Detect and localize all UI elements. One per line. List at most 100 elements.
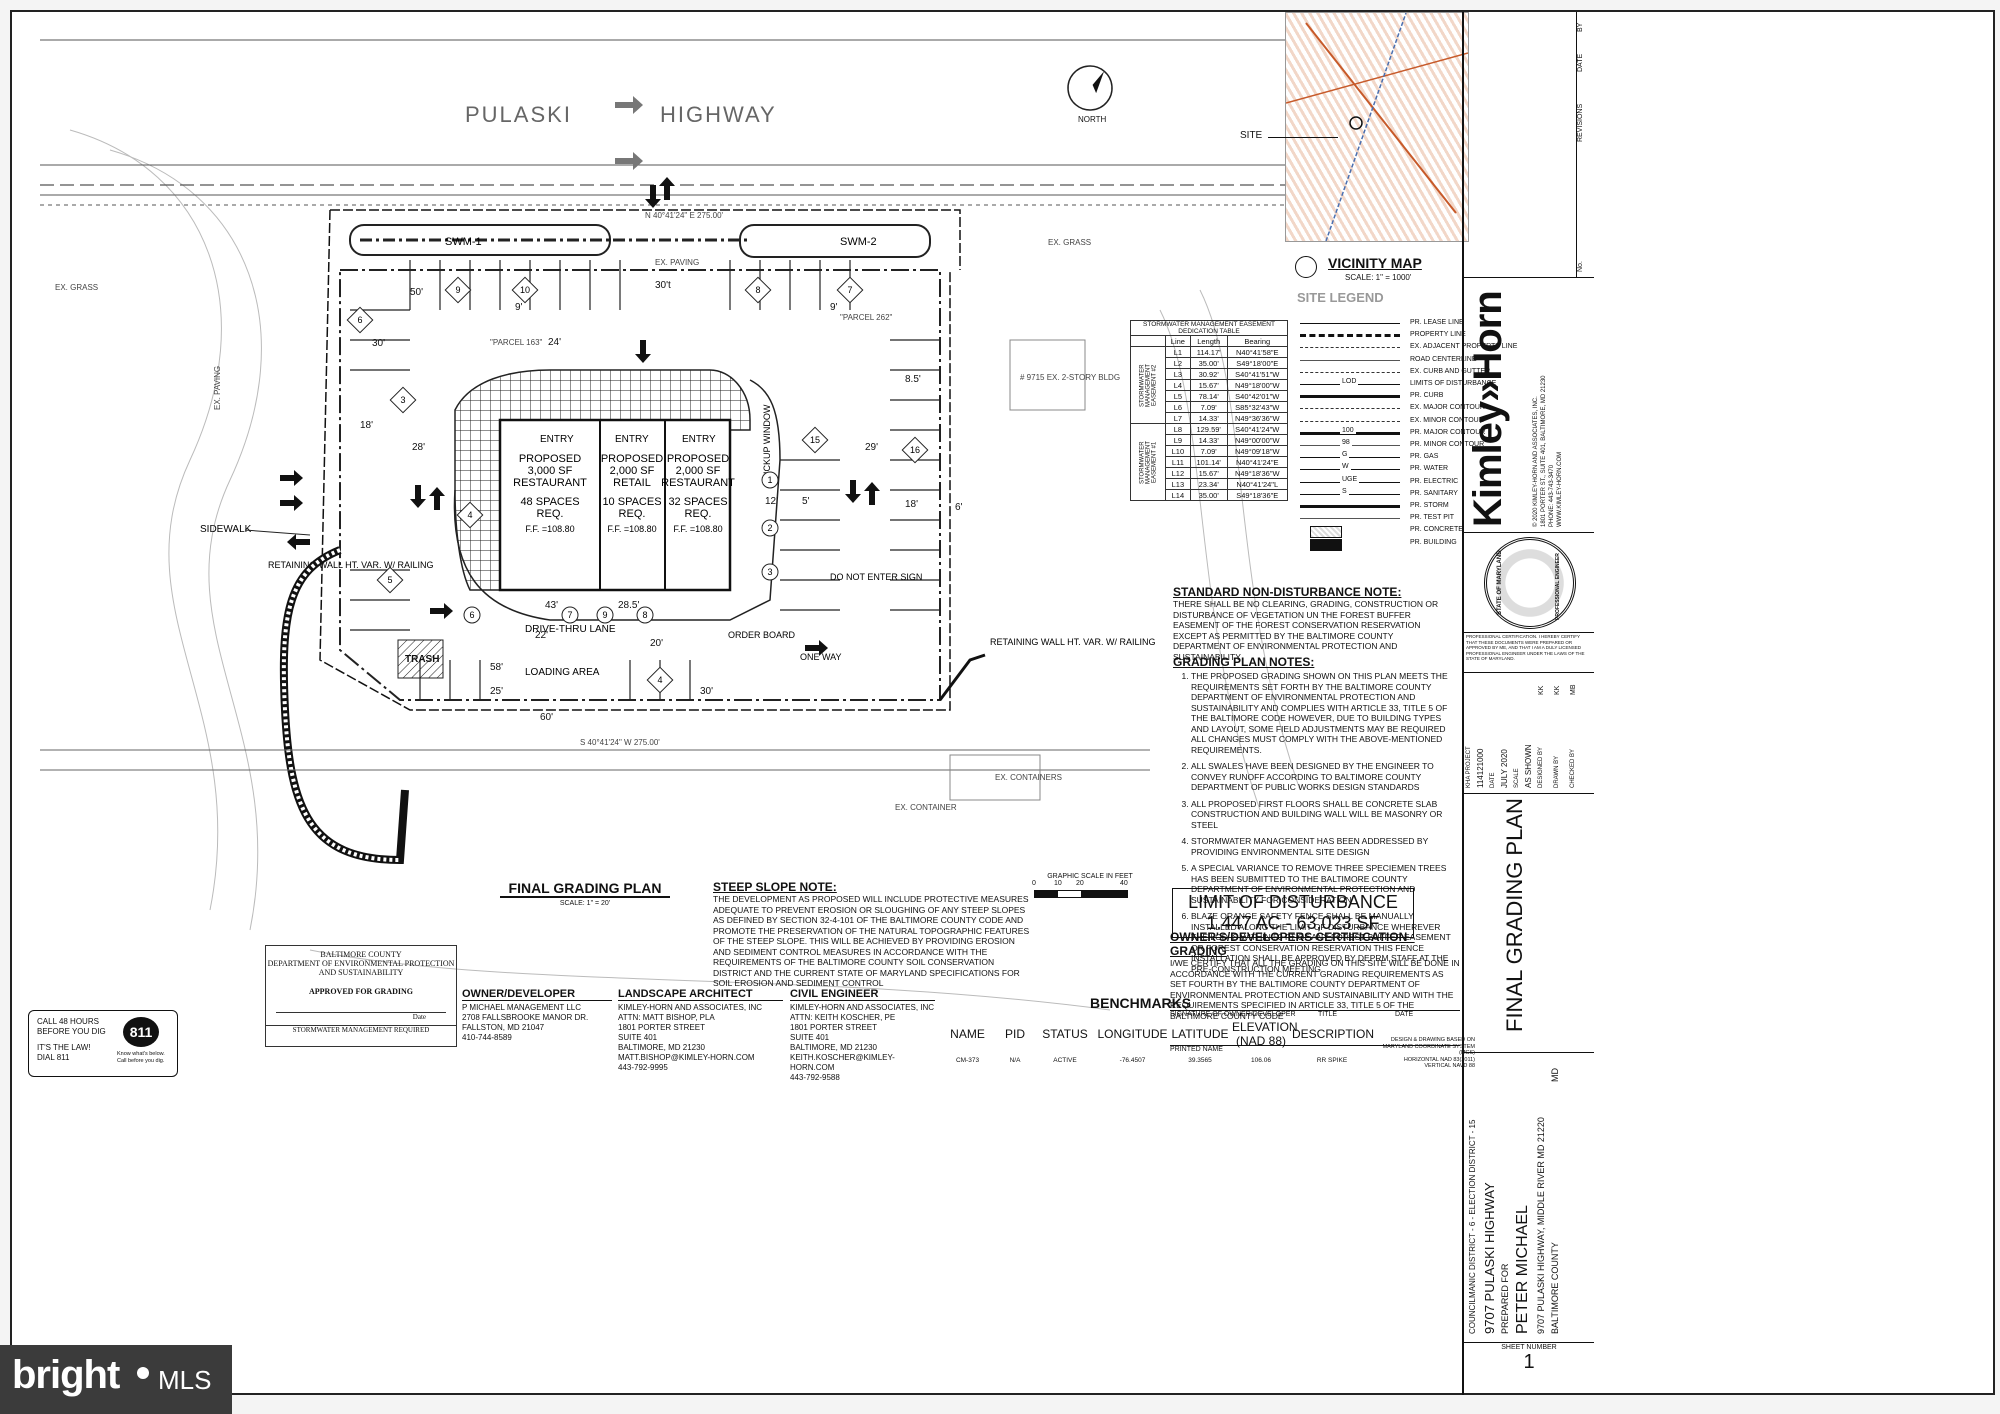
stall-marker-11: 9 <box>602 610 607 620</box>
drive-thru-label: DRIVE-THRU LANE <box>525 624 616 635</box>
dim-15: 20' <box>650 638 663 649</box>
bm-h-name: NAME <box>950 1027 985 1041</box>
bottom-road <box>40 749 1150 801</box>
legend-code: UGE <box>1340 475 1360 483</box>
plan-scale: SCALE: 1" = 20' <box>559 900 611 907</box>
easement-cell: L11 <box>1165 456 1191 468</box>
swm2-label: SWM-2 <box>840 236 877 248</box>
swm2-basin <box>739 224 931 258</box>
ex-paving-top: EX. PAVING <box>655 258 699 267</box>
entry-labels: ENTRY ENTRY ENTRY <box>540 434 716 445</box>
ex-grass-left: EX. GRASS <box>55 283 98 292</box>
steep-slope-title: STEEP SLOPE NOTE: <box>713 880 837 894</box>
easement-cell: N40°41'24"E <box>1226 456 1289 468</box>
restaurant1-l5: REQ. <box>537 508 564 520</box>
legend-symbol <box>1300 505 1400 508</box>
stall-marker-15: 16 <box>910 445 920 455</box>
call811-l3: IT'S THE LAW! <box>37 1043 91 1052</box>
bearing-top: N 40°41'24" E 275.00' <box>645 211 724 220</box>
stall-marker-10: 7 <box>567 610 572 620</box>
restaurant1-l4: 48 SPACES <box>520 496 579 508</box>
landscape-l6: MATT.BISHOP@KIMLEY-HORN.COM <box>618 1053 755 1062</box>
dim-7: 12' <box>765 496 778 507</box>
benchmarks-title: BENCHMARKS <box>1090 995 1192 1011</box>
legend-symbol <box>1300 371 1400 373</box>
legend-label: PR. MINOR CONTOUR <box>1410 441 1485 448</box>
dim-9: 8.5' <box>905 374 921 385</box>
easement-group-1: STORMWATER MANAGEMENT EASEMENT #1 <box>1130 423 1166 501</box>
stall-marker-18: 3 <box>767 567 772 577</box>
firm-logo: Kimley»Horn <box>1466 291 1510 527</box>
parcel-163: "PARCEL 163" <box>490 338 543 347</box>
property-line <box>339 269 941 701</box>
easement-h-length: Length <box>1189 335 1228 347</box>
graphic-scale-tick-10: 10 <box>1054 880 1062 887</box>
revisions-label: REVISIONS <box>1577 103 1584 142</box>
ex-grass-right: EX. GRASS <box>1048 238 1091 247</box>
stall-marker-13: 4 <box>657 675 662 685</box>
easement-cell: N49°18'00"W <box>1226 379 1289 391</box>
easement-h-line: Line <box>1165 335 1191 347</box>
stall-marker-1: 9 <box>455 285 460 295</box>
bm-note-3: HORIZONTAL NAD 83(2011) <box>1403 1056 1475 1063</box>
dim-22: 9' <box>830 302 838 313</box>
stall-marker-17: 2 <box>767 523 772 533</box>
landscape-title: LANDSCAPE ARCHITECT <box>618 988 783 1001</box>
bearing-bottom: S 40°41'24" W 275.00' <box>580 738 660 747</box>
parking-middle-column <box>780 459 840 611</box>
state-name: MD <box>1550 1068 1560 1082</box>
stall-marker-12: 8 <box>642 610 647 620</box>
approval-l6: STORMWATER MANAGEMENT REQUIRED <box>266 1025 456 1034</box>
easement-title: STORMWATER MANAGEMENT EASEMENT DEDICATIO… <box>1130 320 1288 336</box>
legend-symbol <box>1300 323 1400 324</box>
dim-3: 18' <box>360 420 373 431</box>
owner-l4: 410-744-8589 <box>462 1033 512 1042</box>
certification-text: PROFESSIONAL CERTIFICATION. I HEREBY CER… <box>1466 634 1585 661</box>
easement-cell: 35.00' <box>1189 489 1228 501</box>
parcel-262: "PARCEL 262" <box>840 313 893 322</box>
legend-row: EX. MAJOR CONTOUR <box>1300 403 1565 414</box>
bm-h-elevation: ELEVATION (NAD 88) <box>1232 1020 1298 1048</box>
easement-cell: S40°42'01"W <box>1226 390 1289 402</box>
easement-cell: N40°41'24"L <box>1226 478 1289 490</box>
retaining-wall-left-label: RETAINING WALL HT. VAR. W/ RAILING <box>268 560 434 570</box>
easement-cell: N49°36'36"W <box>1226 412 1289 424</box>
prepared-for: PREPARED FOR <box>1500 1263 1510 1334</box>
easement-cell: N40°41'58"E <box>1226 346 1289 358</box>
vicinity-map-roads <box>1286 13 1468 241</box>
stall-marker-7: 4 <box>467 510 472 520</box>
landscape-l3: 1801 PORTER STREET <box>618 1023 705 1032</box>
proposed-building <box>498 418 732 592</box>
approval-stamp: BALTIMORE COUNTY DEPARTMENT OF ENVIRONME… <box>265 945 457 1047</box>
bm-v-longitude: -76.4507 <box>1119 1057 1146 1064</box>
lod-summary-box: LIMIT OF DISTURBANCE 1.447 AC - 63,023 S… <box>1172 888 1414 938</box>
retail-l1: PROPOSED <box>601 453 663 465</box>
road-label-left: PULASKI <box>465 102 572 127</box>
dim-14: 28.5' <box>618 600 639 611</box>
easement-cell: S49°18'36"E <box>1226 489 1289 501</box>
legend-row: EX. MINOR CONTOUR <box>1300 416 1565 427</box>
legend-label: PR. STORM <box>1410 502 1449 509</box>
sheet-title-block: FINAL GRADING PLAN <box>1464 792 1594 1053</box>
civil-title: CIVIL ENGINEER <box>790 988 935 1001</box>
easement-table: STORMWATER MANAGEMENT EASEMENT DEDICATIO… <box>1130 320 1289 501</box>
easement-cell: 15.67' <box>1189 467 1228 479</box>
stall-marker-9: 6 <box>469 610 474 620</box>
811-logo-icon: 811 <box>123 1017 159 1047</box>
legend-label: PR. LEASE LINE <box>1410 319 1464 326</box>
grading-note-4: STORMWATER MANAGEMENT HAS BEEN ADDRESSED… <box>1191 836 1456 857</box>
civil-l5: BALTIMORE, MD 21230 <box>790 1043 877 1052</box>
firm-info-2: 1801 PORTER ST., SUITE 401, BALTIMORE, M… <box>1541 375 1547 527</box>
easement-cell: L6 <box>1165 401 1191 413</box>
legend-symbol <box>1300 518 1400 520</box>
easement-cell: S40°41'24"W <box>1226 423 1289 435</box>
dim-12: 18' <box>905 499 918 510</box>
lod-summary-line1: LIMIT OF DISTURBANCE <box>1188 892 1398 912</box>
legend-symbol <box>1300 347 1400 349</box>
easement-cell: L5 <box>1165 390 1191 402</box>
legend-symbol <box>1310 526 1342 539</box>
designed-label: DESIGNED BY <box>1538 746 1544 788</box>
